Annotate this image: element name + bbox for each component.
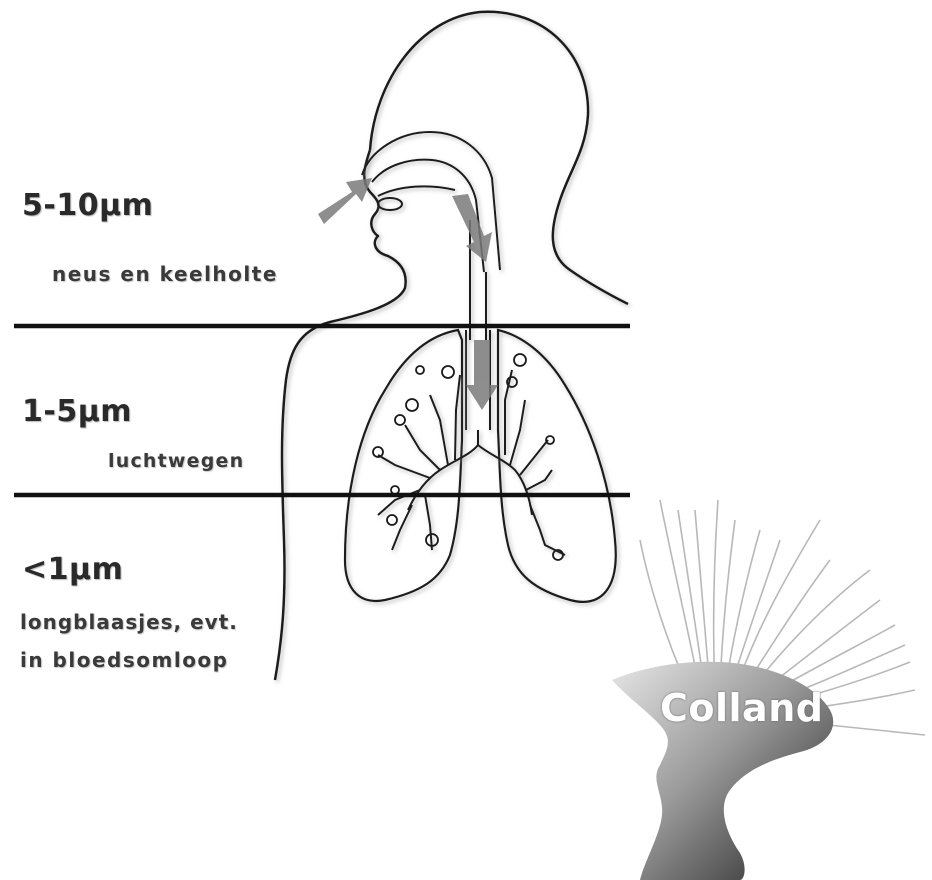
body-outline: [275, 12, 628, 680]
throat-arrow: [452, 194, 492, 262]
colland-logo-text: Colland: [660, 686, 823, 730]
zone-3-description-line1: longblaasjes, evt.: [20, 610, 238, 634]
trachea-arrow: [466, 340, 498, 410]
inhale-arrow: [318, 178, 372, 224]
bronchial-tree: [378, 370, 565, 555]
zone-2-size-label: 1-5µm: [22, 394, 132, 429]
left-lung: [345, 330, 462, 601]
zone-3-size-label: <1µm: [22, 552, 123, 587]
zone-1-size-label: 5-10µm: [22, 188, 153, 223]
right-lung: [498, 330, 616, 602]
zone-2-description: luchtwegen: [108, 450, 244, 472]
zone-1-description: neus en keelholte: [52, 262, 278, 286]
zone-3-description-line2: in bloedsomloop: [20, 648, 229, 672]
